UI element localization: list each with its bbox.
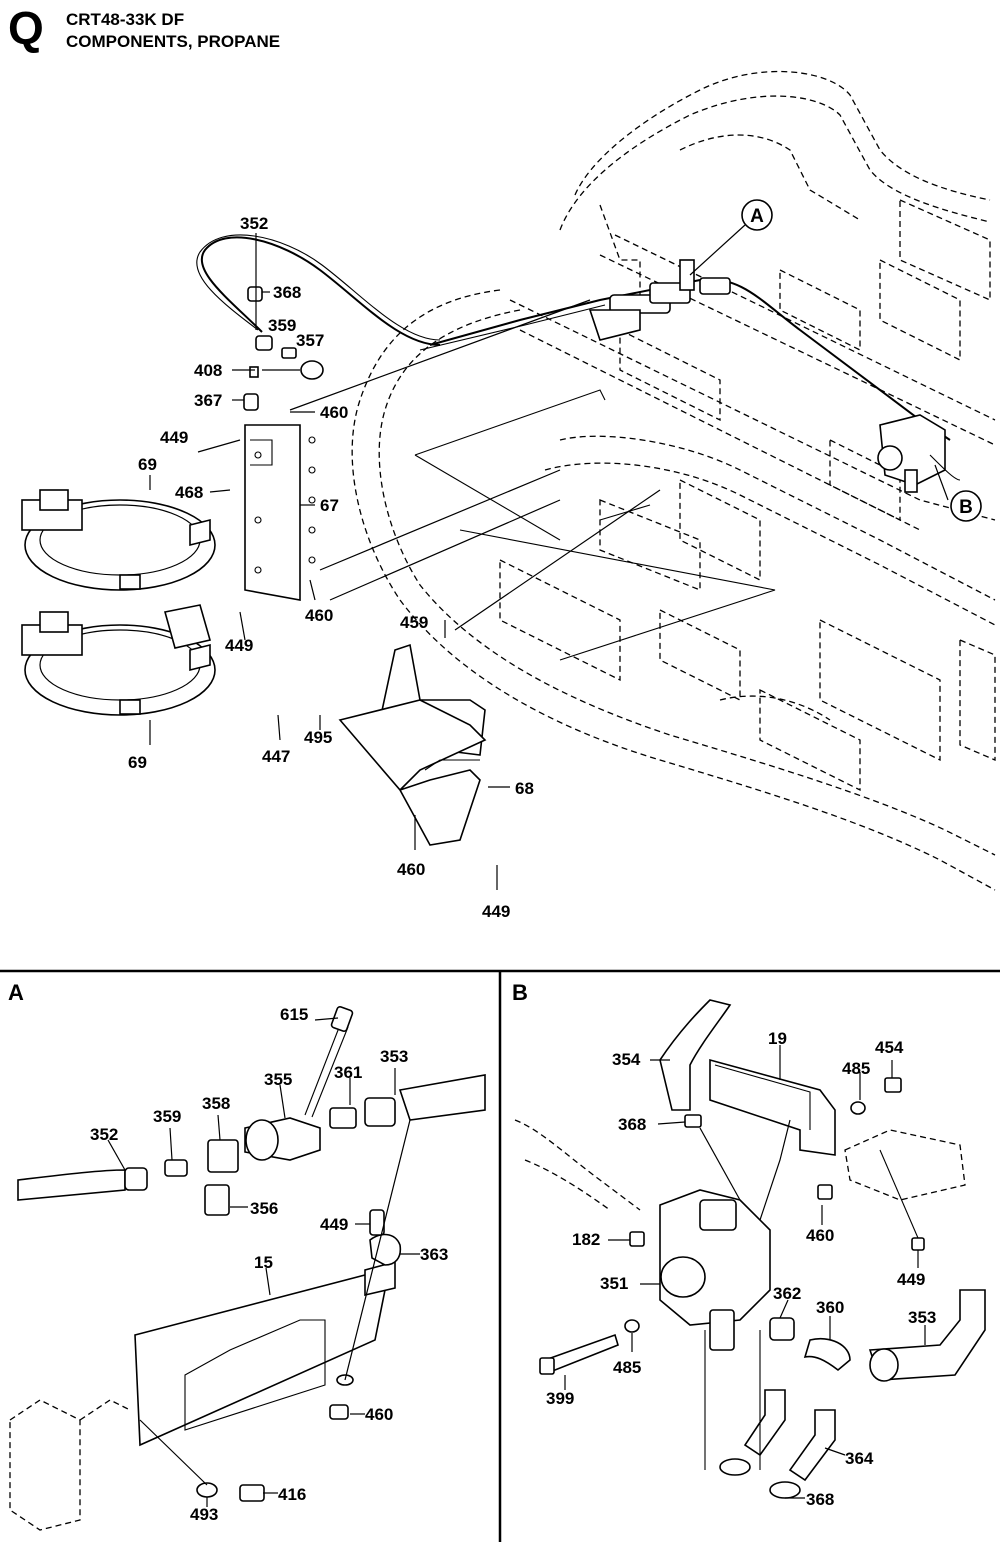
- detail-ref-a[interactable]: A: [741, 199, 773, 231]
- callout-449: 449: [482, 902, 510, 921]
- callout-468: 468: [175, 483, 203, 502]
- callout-69: 69: [138, 455, 157, 474]
- callout-493: 493: [190, 1505, 218, 1524]
- detail-b-callouts: 19 454 354 485 368 460 182 449 351 362 3…: [546, 1029, 936, 1509]
- callout-460: 460: [305, 606, 333, 625]
- callout-485: 485: [613, 1358, 641, 1377]
- main-callouts: 352 368 359 357 408 367 460 449 69 468 6…: [128, 214, 534, 921]
- callout-352: 352: [90, 1125, 118, 1144]
- callout-449: 449: [897, 1270, 925, 1289]
- callout-460: 460: [320, 403, 348, 422]
- callout-416: 416: [278, 1485, 306, 1504]
- callout-361: 361: [334, 1063, 362, 1082]
- detail-ref-a-label: A: [750, 206, 764, 227]
- detail-panel-frame: [0, 969, 1000, 1542]
- callout-359: 359: [268, 316, 296, 335]
- chassis-frame-outline: [351, 70, 996, 891]
- callout-19: 19: [768, 1029, 787, 1048]
- callout-449: 449: [320, 1215, 348, 1234]
- callout-358: 358: [202, 1094, 230, 1113]
- callout-449: 449: [225, 636, 253, 655]
- callout-460: 460: [365, 1405, 393, 1424]
- callout-460: 460: [806, 1226, 834, 1245]
- callout-460: 460: [397, 860, 425, 879]
- callout-69: 69: [128, 753, 147, 772]
- section-letter: Q: [8, 2, 44, 54]
- detail-a-label: A: [8, 980, 24, 1005]
- callout-354: 354: [612, 1050, 641, 1069]
- hose-352: [200, 236, 441, 346]
- main-leaders: [149, 233, 661, 890]
- fittings-group: [243, 286, 324, 411]
- callout-356: 356: [250, 1199, 278, 1218]
- callout-353: 353: [908, 1308, 936, 1327]
- callout-367: 367: [194, 391, 222, 410]
- callout-485: 485: [842, 1059, 870, 1078]
- callout-15: 15: [254, 1253, 273, 1272]
- callout-495: 495: [304, 728, 332, 747]
- detail-a-leaders: [107, 1017, 420, 1507]
- callout-68: 68: [515, 779, 534, 798]
- callout-615: 615: [280, 1005, 308, 1024]
- callout-368: 368: [806, 1490, 834, 1509]
- callout-353: 353: [380, 1047, 408, 1066]
- callout-368: 368: [618, 1115, 646, 1134]
- model-number: CRT48-33K DF: [66, 10, 185, 29]
- callout-399: 399: [546, 1389, 574, 1408]
- tank-strap-lower: [21, 604, 216, 716]
- detail-b-leaders: [564, 1045, 926, 1499]
- detail-ref-b-label: B: [959, 497, 973, 518]
- tank-strap-upper: [21, 489, 216, 591]
- callout-459: 459: [400, 613, 428, 632]
- callout-364: 364: [845, 1449, 874, 1468]
- detail-b-drawing: [514, 999, 986, 1499]
- detail-b-label: B: [512, 980, 528, 1005]
- diagram-title: COMPONENTS, PROPANE: [66, 32, 281, 51]
- callout-408: 408: [194, 361, 222, 380]
- callout-362: 362: [773, 1284, 801, 1303]
- callout-352: 352: [240, 214, 268, 233]
- bracket-68: [338, 643, 487, 846]
- callout-368: 368: [273, 283, 301, 302]
- bracket-67: [244, 424, 316, 601]
- callout-67: 67: [320, 496, 339, 515]
- regulator-assembly: [877, 414, 961, 493]
- callout-182: 182: [572, 1230, 600, 1249]
- callout-357: 357: [296, 331, 324, 350]
- valve-assembly: [588, 259, 731, 341]
- callout-454: 454: [875, 1038, 904, 1057]
- callout-351: 351: [600, 1274, 628, 1293]
- detail-ref-b[interactable]: B: [950, 490, 982, 522]
- callout-363: 363: [420, 1245, 448, 1264]
- callout-359: 359: [153, 1107, 181, 1126]
- detail-a-drawing: [9, 1005, 486, 1531]
- detail-a-callouts: 615 353 355 361 358 352 359 356 449 363 …: [90, 1005, 448, 1524]
- callout-355: 355: [264, 1070, 292, 1089]
- callout-360: 360: [816, 1298, 844, 1317]
- callout-449: 449: [160, 428, 188, 447]
- callout-447: 447: [262, 747, 290, 766]
